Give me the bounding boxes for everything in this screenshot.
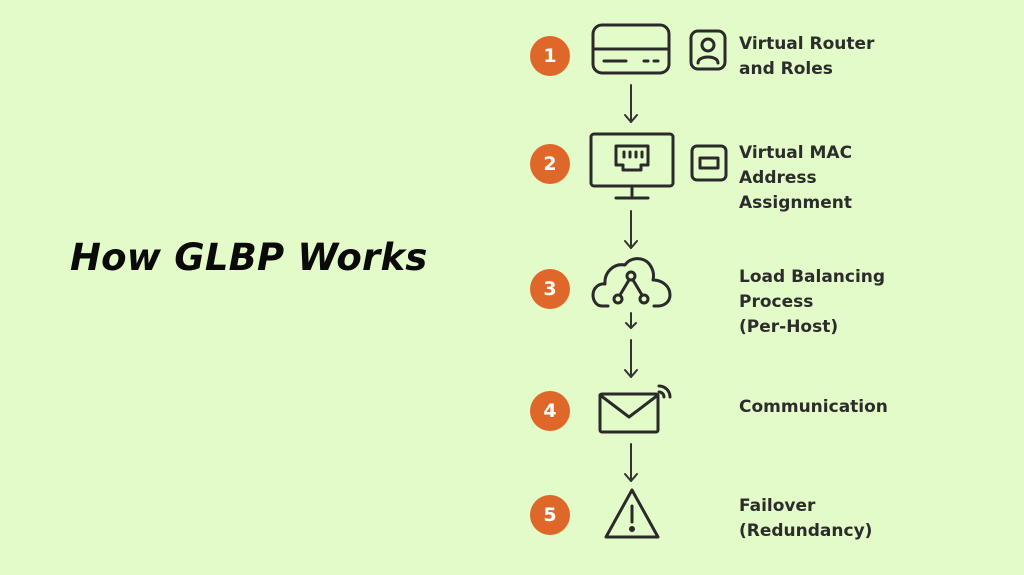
user-role-icon (688, 28, 728, 72)
mail-signal-icon (596, 378, 676, 436)
step-2-label: Virtual MAC Address Assignment (739, 143, 853, 213)
step-1-label: Virtual Router and Roles (739, 34, 875, 79)
step-4-label: Communication (739, 397, 888, 417)
step-4-badge: 4 (530, 391, 570, 431)
monitor-port-icon (586, 129, 678, 205)
warning-icon (602, 486, 662, 542)
step-5-label: Failover (Redundancy) (739, 496, 873, 541)
arrow-3-short (623, 311, 639, 331)
step-5-badge: 5 (530, 495, 570, 535)
arrow-1-2 (623, 83, 639, 125)
arrow-2-3 (623, 209, 639, 251)
arrow-3-4 (623, 338, 639, 380)
page-title: How GLBP Works (70, 236, 428, 279)
step-3-badge: 3 (530, 269, 570, 309)
arrow-4-5 (623, 442, 639, 484)
step-1-badge: 1 (530, 36, 570, 76)
cloud-network-icon (590, 252, 674, 314)
step-2-badge: 2 (530, 144, 570, 184)
mac-address-icon (689, 143, 729, 183)
step-3-label: Load Balancing Process (Per-Host) (739, 267, 886, 337)
router-icon (588, 20, 674, 78)
